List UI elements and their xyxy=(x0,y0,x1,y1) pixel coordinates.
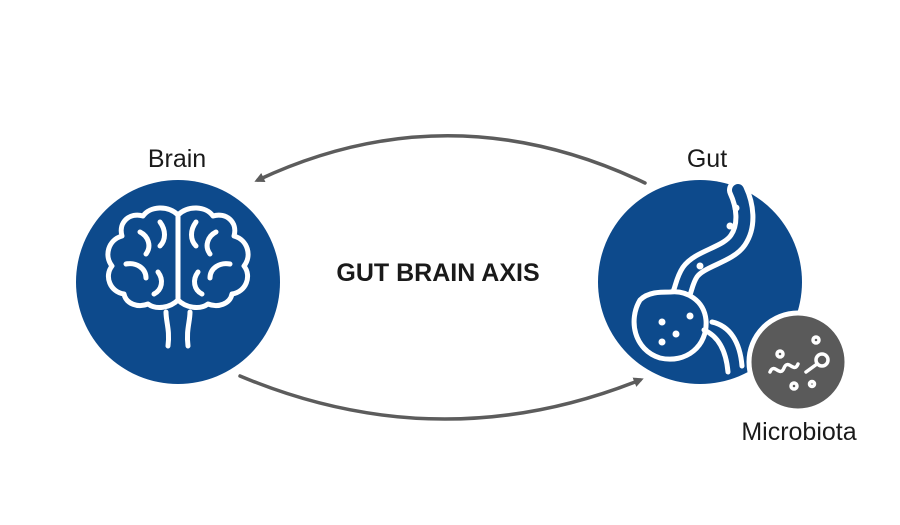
arrow-gut-to-brain xyxy=(254,134,647,185)
arrow-brain-to-gut xyxy=(238,374,644,421)
diagram-title: GUT BRAIN AXIS xyxy=(336,259,539,287)
gut-node xyxy=(598,179,802,384)
brain-icon xyxy=(105,205,251,349)
microbe-icon xyxy=(768,335,830,391)
stomach-intestine-icon xyxy=(631,179,756,375)
brain-label: Brain xyxy=(148,145,206,173)
brain-node xyxy=(76,180,280,384)
gut-label: Gut xyxy=(687,145,727,173)
microbiota-node xyxy=(746,310,850,414)
microbiota-label: Microbiota xyxy=(741,418,856,446)
